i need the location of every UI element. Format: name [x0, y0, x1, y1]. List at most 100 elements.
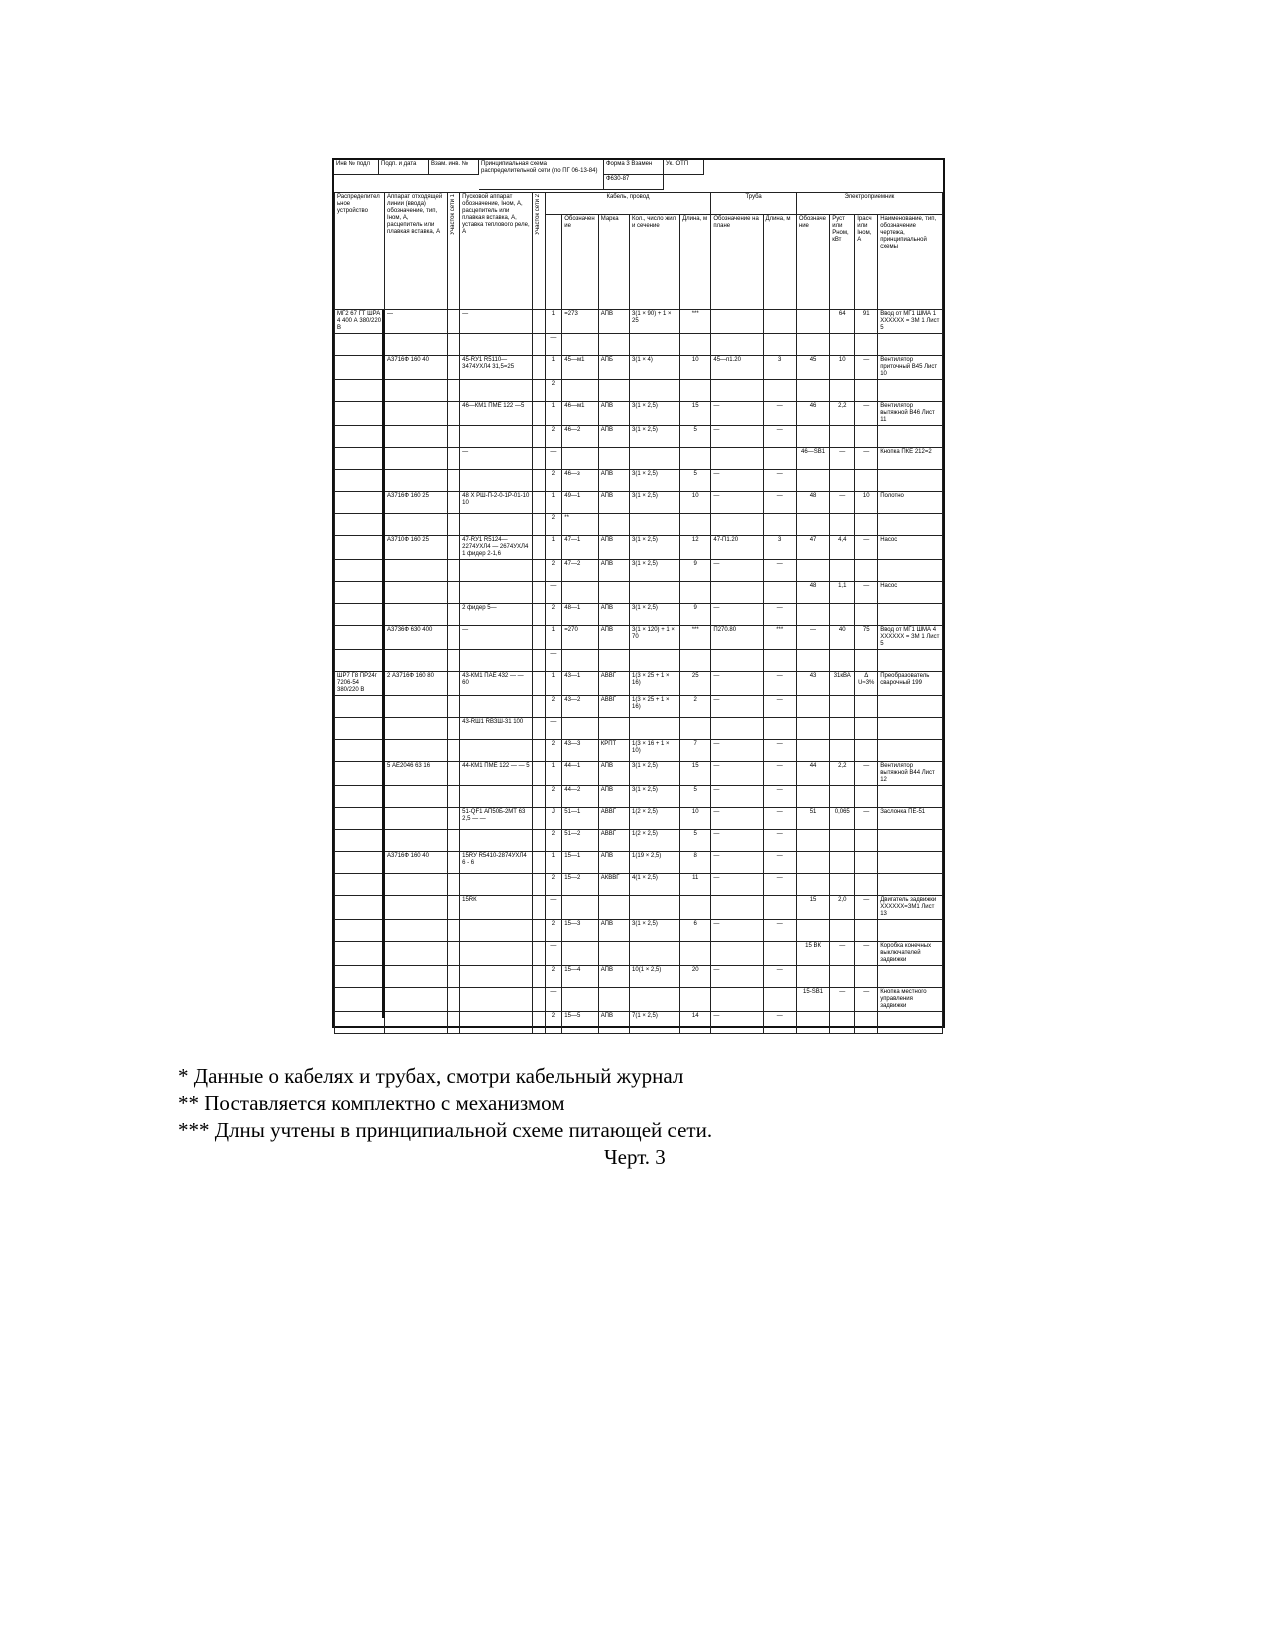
- cell-l: [679, 987, 712, 1012]
- cell-name: [877, 333, 943, 356]
- cell-st: [459, 469, 534, 492]
- cell-st: 47-RУ1 R5124— 2274УХЛ4 — 2674УХЛ4 1 фиде…: [459, 535, 534, 560]
- cell-m: АВВГ: [597, 695, 631, 718]
- cell-d: [561, 649, 599, 672]
- cell-pp: —: [710, 603, 764, 626]
- cell-name: Насос: [877, 581, 943, 604]
- cell-app: [384, 333, 448, 356]
- cell-st: [459, 739, 534, 762]
- cell-app: А3716Ф 160 40: [384, 355, 448, 380]
- cell-blank: [446, 941, 461, 966]
- stamp-cell: Ук. ОТП: [664, 160, 704, 175]
- cell-m: [597, 717, 631, 740]
- col-count-section: Кол., число жил и сечение: [629, 214, 681, 310]
- cell-rd: [795, 559, 831, 582]
- cell-blank: [532, 941, 546, 966]
- col-length: Длина, м: [679, 214, 712, 310]
- cell-app: [384, 873, 448, 896]
- cell-blank: [446, 1011, 461, 1034]
- cell-st: 15RУ R5410-2874УХЛ4 6 - 6: [459, 851, 534, 874]
- cell-l: 2: [679, 695, 712, 718]
- cell-rd: 46—SB1: [795, 447, 831, 470]
- cell-dev: [333, 761, 386, 786]
- cell-n: 2: [544, 919, 563, 942]
- cell-pl: —: [762, 469, 797, 492]
- cell-n: —: [544, 447, 563, 470]
- cell-blank: [446, 401, 461, 426]
- cell-app: [384, 829, 448, 852]
- cell-pp: —: [710, 1011, 764, 1034]
- cell-blank: [532, 895, 546, 920]
- cell-m: АПВ: [597, 535, 631, 560]
- col-section1: Участок сети 1: [446, 192, 461, 310]
- cell-dev: [333, 379, 386, 402]
- cell-st: [459, 513, 534, 536]
- cell-n: 1: [544, 491, 563, 514]
- cell-st: 2 фидер 5—: [459, 603, 534, 626]
- cell-st: [459, 1011, 534, 1034]
- cell-dev: [333, 1011, 386, 1034]
- cell-s: 1(3 × 25 + 1 × 16): [629, 695, 681, 718]
- cell-blank: [532, 379, 546, 402]
- schematic-scan: Инв № подл Подп. и дата Взам. инв. № При…: [332, 158, 945, 1034]
- cell-st: [459, 425, 534, 448]
- cell-d: 51—2: [561, 829, 599, 852]
- cell-l: [679, 379, 712, 402]
- cell-p: [829, 379, 856, 402]
- cell-m: АПВ: [597, 309, 631, 334]
- cell-d: 43—2: [561, 695, 599, 718]
- cell-name: [877, 851, 943, 874]
- cell-rd: 15 ВК: [795, 941, 831, 966]
- cell-name: [877, 469, 943, 492]
- cell-s: 3(1 × 2,5): [629, 469, 681, 492]
- cell-dev: [333, 695, 386, 718]
- cell-n: 1: [544, 671, 563, 696]
- cell-p: [829, 919, 856, 942]
- cell-d: [561, 379, 599, 402]
- table-row: —: [333, 649, 943, 672]
- cell-pl: —: [762, 401, 797, 426]
- cell-pp: [710, 895, 764, 920]
- cell-app: [384, 717, 448, 740]
- cell-blank: [446, 333, 461, 356]
- cell-p: [829, 513, 856, 536]
- cell-n: 1: [544, 401, 563, 426]
- cell-pl: —: [762, 491, 797, 514]
- cell-m: АПВ: [597, 625, 631, 650]
- cell-d: 47—2: [561, 559, 599, 582]
- cell-m: [597, 941, 631, 966]
- cell-name: Двигатель задвижки XXXXXX=ЗМ1 Лист 13: [877, 895, 943, 920]
- cell-st: [459, 695, 534, 718]
- cell-n: 2: [544, 695, 563, 718]
- cell-pp: —: [710, 469, 764, 492]
- cell-blank: [446, 695, 461, 718]
- col-starter: Пусковой аппарат обозначение, Iном, А, р…: [459, 192, 534, 310]
- cell-app: —: [384, 309, 448, 334]
- cell-app: [384, 447, 448, 470]
- cell-d: **: [561, 513, 599, 536]
- table-row: 43-RШ1 RВЗШ-31 100—: [333, 717, 943, 740]
- cell-app: 2 А3716Ф 160 80: [384, 671, 448, 696]
- cell-p: [829, 1011, 856, 1034]
- table-row: 2: [333, 379, 943, 402]
- cell-m: АВВГ: [597, 671, 631, 696]
- stamp-cell: Принципиальная схема распределительной с…: [479, 160, 604, 190]
- cell-p: [829, 829, 856, 852]
- cell-blank: [532, 1011, 546, 1034]
- cell-i: —: [854, 535, 879, 560]
- cell-m: [597, 649, 631, 672]
- cell-n: —: [544, 717, 563, 740]
- cell-blank: [532, 873, 546, 896]
- cell-blank: [446, 559, 461, 582]
- cell-pl: —: [762, 739, 797, 762]
- cell-m: АПВ: [597, 851, 631, 874]
- cell-d: [561, 895, 599, 920]
- cell-l: 5: [679, 785, 712, 808]
- cell-l: [679, 333, 712, 356]
- cell-dev: [333, 581, 386, 604]
- cell-l: [679, 649, 712, 672]
